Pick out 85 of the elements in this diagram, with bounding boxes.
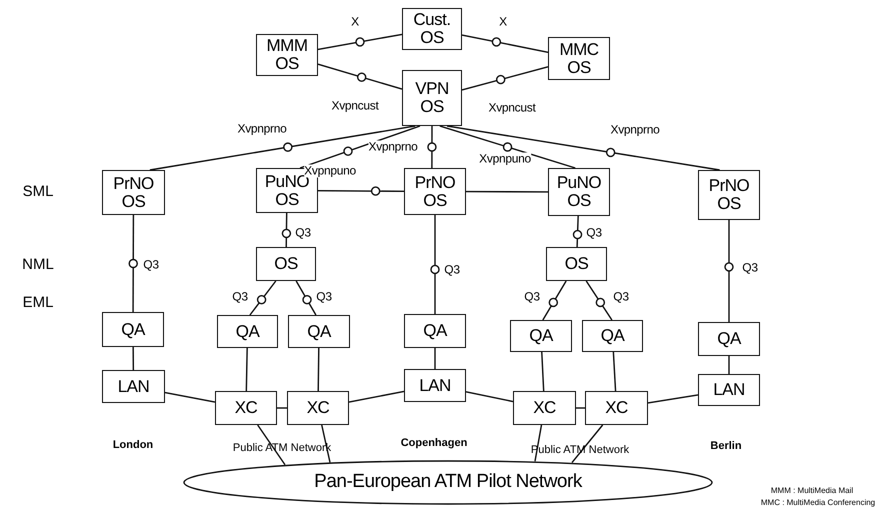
node-box: OS [256, 247, 316, 281]
connector-line [286, 213, 288, 247]
node-box: XC [513, 391, 576, 425]
city-label: Copenhagen [400, 436, 468, 451]
connector-line [257, 424, 286, 466]
layer-label: EML [22, 292, 54, 313]
layer-label: NML [22, 254, 54, 275]
edge-label: Q3 [742, 262, 758, 274]
connector-line [318, 64, 402, 90]
edge-label: Xvpncust [332, 100, 378, 112]
edge-label: Q3 [613, 290, 629, 304]
connector-line [446, 125, 720, 171]
node-box: MMM OS [256, 34, 318, 76]
connector-line [542, 280, 567, 320]
node-box: XC [287, 391, 349, 425]
connector-line [571, 424, 604, 464]
node-box: OS [546, 247, 607, 281]
connector-line [728, 220, 730, 322]
abbreviation-note: MMC : MultiMedia Conferencing [760, 497, 876, 509]
network-ellipse: Pan-European ATM Pilot Network [183, 460, 713, 505]
node-box: QA [404, 314, 466, 348]
edge-label: Xvpnprno [610, 124, 660, 136]
connector-line [249, 280, 276, 316]
connector-line [318, 34, 402, 50]
connector-line [462, 66, 548, 91]
node-box: XC [215, 391, 277, 425]
connector-line [440, 125, 576, 169]
edge-label: Xvpnprno [238, 122, 286, 136]
connector-line [462, 34, 548, 53]
node-box: XC [585, 391, 648, 425]
city-label: Berlin [710, 438, 742, 454]
node-box: LAN [102, 370, 165, 403]
connector-line [586, 280, 612, 320]
edge-label: Q3 [295, 226, 311, 240]
node-box: QA [288, 315, 350, 348]
connector-line [648, 394, 698, 404]
connector-line [576, 216, 579, 248]
connector-line [132, 347, 134, 370]
connector-line [431, 126, 433, 168]
node-box: VPN OS [402, 70, 462, 126]
node-box: PrNO OS [404, 168, 466, 215]
edge-label: Q3 [586, 226, 602, 240]
edge-label: Q3 [316, 290, 332, 304]
connector-line [296, 280, 316, 316]
node-box: QA [510, 320, 572, 352]
connector-line [300, 125, 420, 169]
connector-line [434, 348, 436, 369]
layer-label: SML [22, 182, 54, 202]
connector-line [150, 125, 416, 171]
node-box: PrNO OS [102, 170, 165, 215]
edge-label: X [499, 16, 507, 28]
node-box: MMC OS [548, 37, 610, 80]
city-label: London [112, 438, 154, 453]
edge-label: Q3 [232, 290, 248, 304]
edge-label: Xvpncust [488, 102, 536, 114]
node-box: PuNO OS [548, 168, 610, 216]
connector-line [246, 348, 248, 392]
connector-line [541, 352, 544, 392]
connector-line [612, 352, 616, 392]
connector-line [466, 391, 514, 402]
node-box: QA [217, 315, 278, 348]
connector-line [318, 190, 404, 192]
connector-line [132, 215, 134, 312]
edge-label: Q3 [524, 290, 540, 304]
connector-line [348, 390, 404, 403]
connector-line [434, 215, 436, 314]
connector-line [728, 356, 730, 374]
node-box: LAN [404, 369, 466, 402]
edge-label: Q3 [444, 264, 460, 276]
edge-label: Xvpnpuno [304, 164, 356, 178]
edge-label: Xvpnpuno [479, 152, 531, 166]
node-box: QA [698, 322, 760, 356]
abbreviation-note: MMM : MultiMedia Mail [770, 485, 854, 497]
node-box: QA [582, 320, 643, 352]
connector-line [318, 348, 320, 391]
connector-line [466, 190, 548, 193]
connector-line [277, 407, 287, 409]
edge-label: Q3 [143, 258, 159, 272]
connector-line [164, 392, 216, 403]
edge-label: X [351, 16, 359, 28]
edge-label: Xvpnprno [368, 140, 418, 154]
node-box: Cust. OS [402, 8, 462, 50]
node-box: PrNO OS [698, 170, 760, 220]
node-box: QA [102, 312, 164, 347]
node-box: LAN [698, 374, 760, 406]
